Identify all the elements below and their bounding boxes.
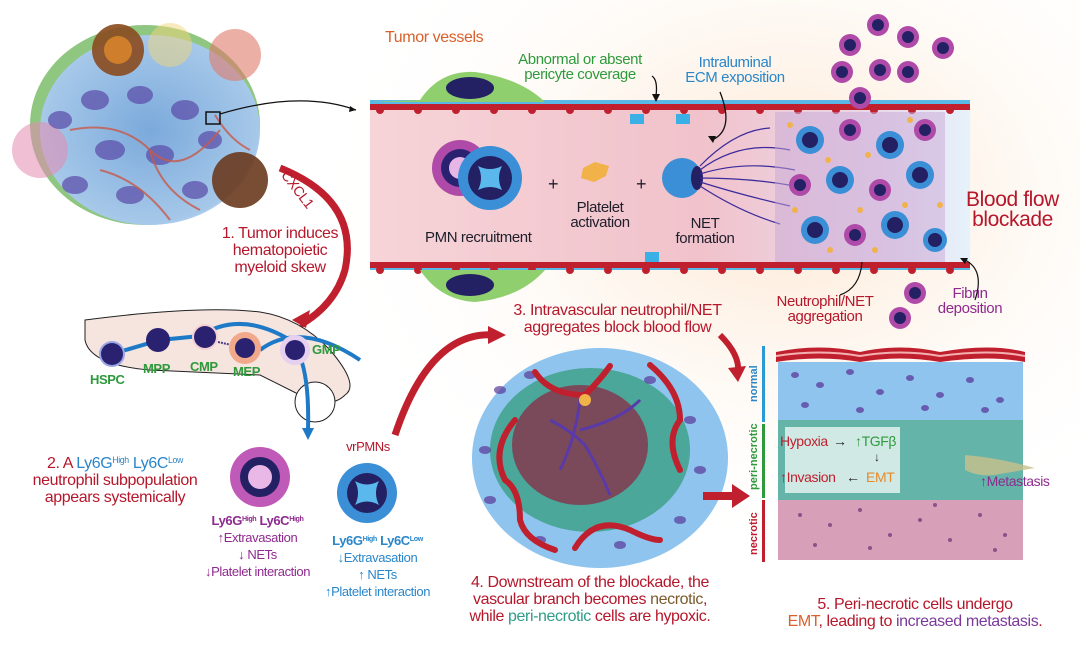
neutrophil-net-aggregate [775, 112, 947, 262]
node-gmp: GMP [312, 342, 341, 357]
step1-line1: 1. Tumor induces [221, 225, 339, 242]
step4-line1: 4. Downstream of the blockade, the [470, 574, 710, 591]
tgfb-down-arrow: ↓ [874, 450, 880, 464]
node-mpp: MPP [143, 361, 170, 376]
ecm-line2: ECM exposition [685, 69, 785, 86]
step4-line2: vascular branch becomes necrotic, [472, 591, 708, 608]
ly6c-low-trait-2: ↑ NETs [358, 567, 397, 582]
tissue-panel [762, 346, 1035, 562]
ly6c-high-trait-1: ↑Extravasation [217, 530, 298, 545]
node-hspc: HSPC [90, 372, 125, 387]
node-cmp: CMP [190, 359, 218, 374]
hypoxia-arrow: → [833, 433, 847, 449]
net-line2: formation [675, 230, 735, 247]
bone-marrow [84, 309, 362, 440]
platelet [581, 162, 609, 182]
aggregation-label: Neutrophil/NET aggregation [770, 294, 880, 324]
zone-label-necrotic: necrotic [748, 512, 760, 555]
vrpmn-cell [337, 463, 397, 523]
blood-flow-blockade-label: Blood flow blockade [955, 188, 1070, 231]
node-mep: MEP [233, 364, 260, 379]
pericyte-line1: Abnormal or absent [518, 51, 642, 68]
step4-line3: while peri-necrotic cells are hypoxic. [469, 608, 711, 625]
ly6c-high-markers: Ly6GHigh Ly6CHigh [211, 513, 304, 528]
ly6c-high-trait-3: ↓Platelet interaction [204, 564, 311, 579]
ly6c-high-panel: Ly6GHigh Ly6CHigh ↑Extravasation ↓ NETs … [195, 512, 320, 580]
tgfb-label: ↑TGFβ [855, 433, 897, 449]
neutrophil-ly6c-high-cell [230, 447, 290, 507]
platelet-line2: activation [570, 214, 630, 231]
tumor-vessels-title: Tumor vessels [385, 29, 484, 46]
zone-label-peri-necrotic: peri-necrotic [748, 423, 760, 490]
metastasis-label: ↑Metastasis [980, 473, 1050, 489]
step4-caption: 4. Downstream of the blockade, the vascu… [445, 574, 735, 625]
vrpmns-title: vrPMNs [346, 439, 390, 454]
ly6c-low-panel: Ly6GHigh Ly6CLow ↓Extravasation ↑ NETs ↑… [315, 532, 440, 600]
step2-line1: 2. A Ly6GHigh Ly6CLow [47, 455, 183, 472]
pmn-cells [432, 140, 522, 210]
blockade-line2: blockade [972, 208, 1053, 231]
net-line1: NET [690, 215, 720, 232]
step1-line3: myeloid skew [234, 259, 326, 276]
step1-caption: 1. Tumor induces hematopoietic myeloid s… [215, 225, 345, 276]
ly6c-low-markers: Ly6GHigh Ly6CLow [332, 533, 423, 548]
pericyte-line2: pericyte coverage [524, 66, 636, 83]
step2-caption: 2. A Ly6GHigh Ly6CLow neutrophil subpopu… [15, 455, 215, 506]
step5-line1: 5. Peri-necrotic cells undergo [817, 596, 1013, 613]
ly6c-low-trait-3: ↑Platelet interaction [324, 584, 431, 599]
step1-line2: hematopoietic [232, 242, 328, 259]
emt-left-arrow: ← [846, 469, 860, 485]
pmn-recruitment-label: PMN recruitment [425, 229, 532, 246]
ecm-line1: Intraluminal [698, 54, 772, 71]
fibrin-line2: deposition [937, 300, 1003, 317]
platelet-line1: Platelet [576, 199, 624, 216]
tumor-mass [12, 23, 357, 225]
fibrin-label: Fibrin deposition [925, 286, 1015, 316]
platelet-label: Platelet activation [560, 200, 640, 230]
aggregation-line2: aggregation [787, 308, 863, 325]
invasion-label: ↑Invasion [780, 469, 836, 485]
pericyte-label: Abnormal or absent pericyte coverage [505, 52, 655, 82]
plus-sign-2: + [636, 174, 647, 194]
fibrin-line1: Fibrin [952, 285, 988, 302]
step3-arrow [391, 331, 496, 437]
ly6c-low-trait-1: ↓Extravasation [337, 550, 418, 565]
emt-label: EMT [866, 469, 895, 485]
blood-vessel [370, 14, 979, 329]
plus-sign-1: + [548, 174, 559, 194]
cxcl1-arc [278, 164, 351, 329]
step2-line2: neutrophil subpopulation [32, 472, 198, 489]
blockade-line1: Blood flow [966, 188, 1059, 211]
ly6c-high-trait-2: ↓ NETs [238, 547, 277, 562]
step3-caption: 3. Intravascular neutrophil/NET aggregat… [505, 302, 730, 336]
step2-line3: appears systemically [44, 489, 186, 506]
step4-to-5-arrow [703, 484, 750, 508]
net-formation-label: NET formation [665, 216, 745, 246]
aggregation-line1: Neutrophil/NET [776, 293, 874, 310]
circulating-neutrophils [831, 14, 954, 329]
step3-line1: 3. Intravascular neutrophil/NET [513, 302, 722, 319]
tumor-cross-section [472, 348, 728, 568]
step5-line2: EMT, leading to increased metastasis. [787, 613, 1043, 630]
step3-line2: aggregates block blood flow [523, 319, 712, 336]
zone-label-normal: normal [748, 365, 760, 402]
hypoxia-label: Hypoxia [780, 433, 828, 449]
ecm-label: Intraluminal ECM exposition [680, 55, 790, 85]
step5-caption: 5. Peri-necrotic cells undergo EMT, lead… [755, 596, 1075, 630]
